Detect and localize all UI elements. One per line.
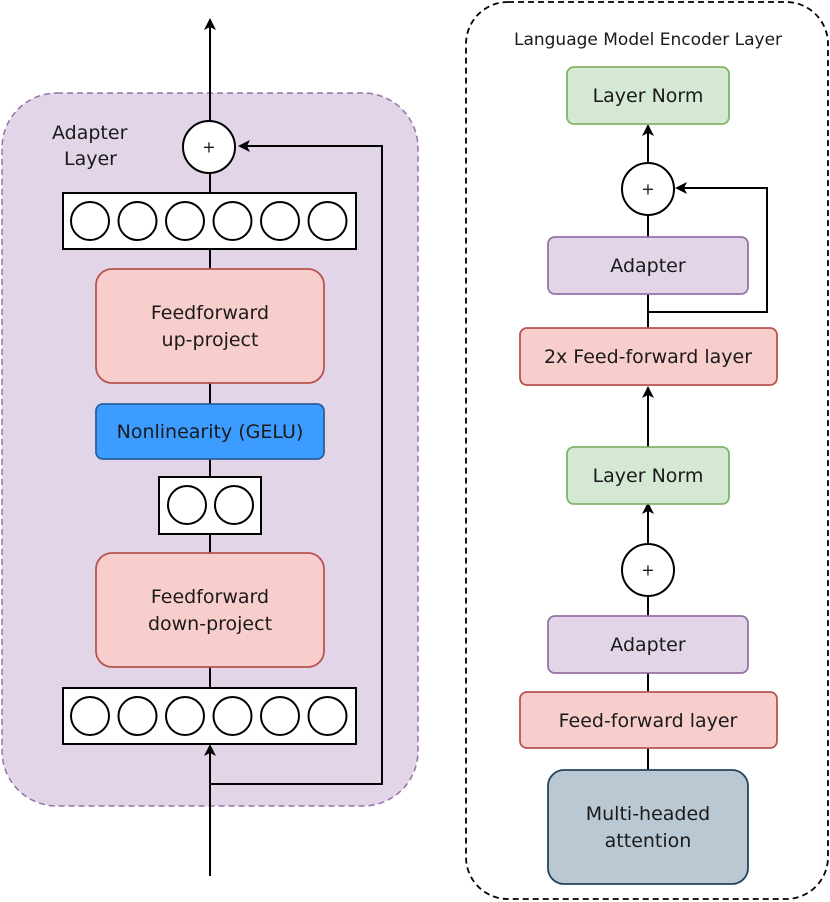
top-adapter-box (547, 236, 749, 295)
neuron (307, 696, 348, 736)
neuron (260, 201, 300, 241)
encoder-layer-title: Language Model Encoder Layer (514, 30, 782, 50)
output-neuron-layer-neurons (70, 201, 348, 241)
neuron (212, 696, 253, 736)
top-sum-node-symbol: + (641, 180, 654, 199)
attention-label-line2: attention (605, 830, 692, 852)
feedforward-up-project-label-line2: up-project (162, 329, 259, 351)
neuron (70, 696, 110, 736)
skip-connection-line (210, 140, 383, 785)
attention-box (547, 769, 749, 885)
mid-layer-norm-box (566, 446, 730, 505)
feedforward-down-project-label-line2: down-project (148, 613, 272, 635)
ff-box (519, 691, 778, 749)
neuron (167, 485, 207, 525)
neuron (260, 696, 300, 736)
feedforward-up-project-label-line1: Feedforward (151, 302, 269, 324)
feedforward-down-project-label-line1: Feedforward (151, 586, 269, 608)
output-neuron-layer (62, 192, 357, 250)
adapter-layer-title-line1: Adapter (52, 122, 128, 144)
ff2x-label: 2x Feed-forward layer (544, 346, 752, 368)
input-neuron-layer (62, 687, 357, 745)
top-layer-norm-box (566, 66, 730, 125)
neuron (165, 201, 205, 241)
adapter-layer-title-line2: Layer (64, 148, 117, 170)
ff2x-box (519, 327, 778, 386)
bottom-sum-node-symbol: + (641, 561, 654, 580)
sum-node-symbol: + (202, 138, 215, 157)
feedforward-down-project-box (95, 552, 325, 668)
top-adapter-label: Adapter (610, 255, 686, 277)
feedforward-up-project-box (95, 268, 325, 384)
encoder-skip-connection-line (648, 182, 768, 313)
bottom-adapter-box (547, 615, 749, 674)
attention-label-line1: Multi-headed (586, 803, 710, 825)
neuron (307, 201, 348, 241)
ff-label: Feed-forward layer (559, 710, 738, 732)
neuron (165, 696, 205, 736)
neuron (117, 696, 158, 736)
nonlinearity-label: Nonlinearity (GELU) (117, 421, 304, 443)
neuron (70, 201, 110, 241)
bottom-adapter-label: Adapter (610, 634, 686, 656)
neuron (117, 201, 158, 241)
neuron (214, 485, 254, 525)
top-sum-node (621, 162, 675, 216)
neuron (212, 201, 253, 241)
input-neuron-layer-neurons (70, 696, 348, 736)
mid-layer-norm-label: Layer Norm (593, 465, 704, 487)
bottom-sum-node (621, 543, 675, 597)
nonlinearity-box (95, 403, 325, 460)
bottleneck-neuron-layer-neurons (167, 485, 254, 525)
top-layer-norm-label: Layer Norm (593, 85, 704, 107)
sum-node (182, 120, 236, 174)
